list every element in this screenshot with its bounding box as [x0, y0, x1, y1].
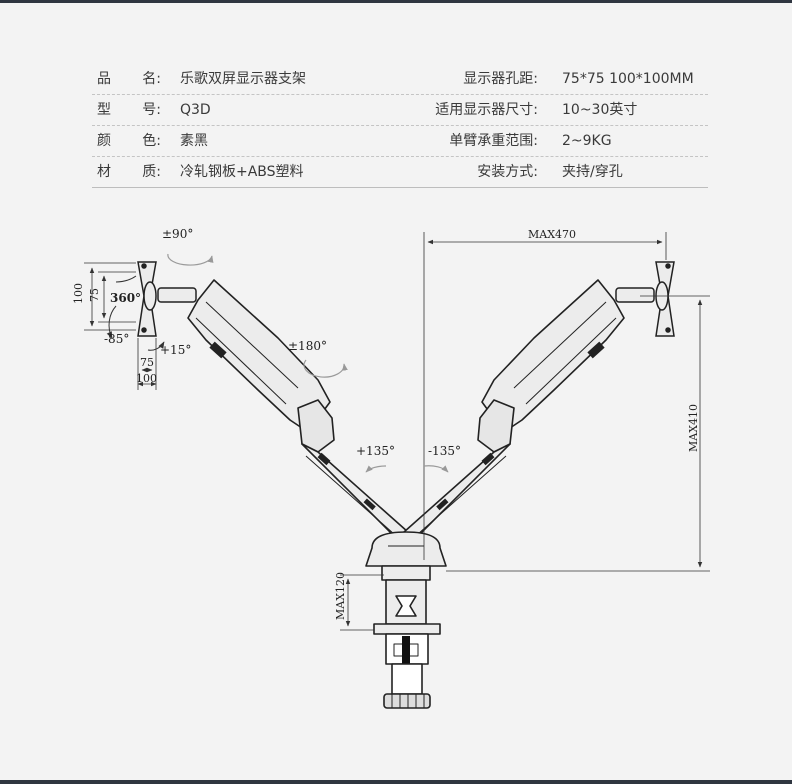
spec-key-color: 颜 色:	[97, 133, 161, 149]
spec-value-install: 夹持/穿孔	[562, 164, 623, 180]
spec-value-load: 2~9KG	[562, 133, 612, 149]
vesa-height-75-label: 75	[88, 288, 101, 302]
bottom-border	[0, 780, 792, 784]
spec-row-color: 颜 色: 素黑 单臂承重范围: 2~9KG	[92, 126, 708, 157]
up-tilt-label: +15°	[160, 343, 191, 357]
right-base-angle-label: -135°	[428, 444, 461, 458]
spec-key-name: 品 名:	[97, 71, 161, 87]
spec-value-model: Q3D	[180, 102, 211, 118]
spec-table: 品 名: 乐歌双屏显示器支架 显示器孔距: 75*75 100*100MM 型 …	[92, 64, 708, 188]
spec-key-load: 单臂承重范围:	[449, 133, 538, 149]
left-vesa-head	[137, 261, 197, 337]
spec-value-screen-size: 10~30英寸	[562, 102, 638, 118]
spec-key-hole-distance: 显示器孔距:	[463, 71, 538, 87]
spec-key-install: 安装方式:	[477, 164, 538, 180]
right-vesa-head	[615, 261, 675, 337]
spec-value-name: 乐歌双屏显示器支架	[180, 71, 306, 87]
spec-value-color: 素黑	[180, 133, 208, 149]
spec-key-screen-size: 适用显示器尺寸:	[435, 102, 538, 118]
spec-value-hole-distance: 75*75 100*100MM	[562, 71, 694, 87]
dimension-labels: ±90° 360° ±180° +135° -135° -85° +15° 10…	[72, 227, 700, 620]
spec-value-material: 冷轧钢板+ABS塑料	[180, 164, 304, 180]
left-arm	[187, 279, 409, 541]
tilt-label: ±90°	[162, 227, 193, 241]
spec-row-material: 材 质: 冷轧钢板+ABS塑料 安装方式: 夹持/穿孔	[92, 157, 708, 188]
rotation-hints	[106, 253, 449, 473]
dimension-lines	[84, 232, 710, 631]
swivel-arm-label: ±180°	[288, 339, 327, 353]
spec-key-model: 型 号:	[97, 102, 161, 118]
down-tilt-label: -85°	[104, 332, 129, 346]
rotate-label: 360°	[110, 291, 141, 305]
spec-row-name: 品 名: 乐歌双屏显示器支架 显示器孔距: 75*75 100*100MM	[92, 64, 708, 95]
vesa-height-100-label: 100	[72, 283, 85, 304]
left-base-angle-label: +135°	[356, 444, 395, 458]
spec-row-model: 型 号: Q3D 适用显示器尺寸: 10~30英寸	[92, 95, 708, 126]
vesa-width-100-label: 100	[136, 372, 157, 385]
max-height-label: MAX410	[687, 404, 700, 452]
center-mount	[365, 531, 447, 709]
vesa-width-75-label: 75	[140, 356, 154, 369]
spec-key-material: 材 质:	[97, 164, 161, 180]
top-border	[0, 0, 792, 3]
max-clamp-label: MAX120	[334, 572, 347, 620]
right-arm	[403, 279, 625, 541]
max-width-label: MAX470	[528, 228, 576, 241]
